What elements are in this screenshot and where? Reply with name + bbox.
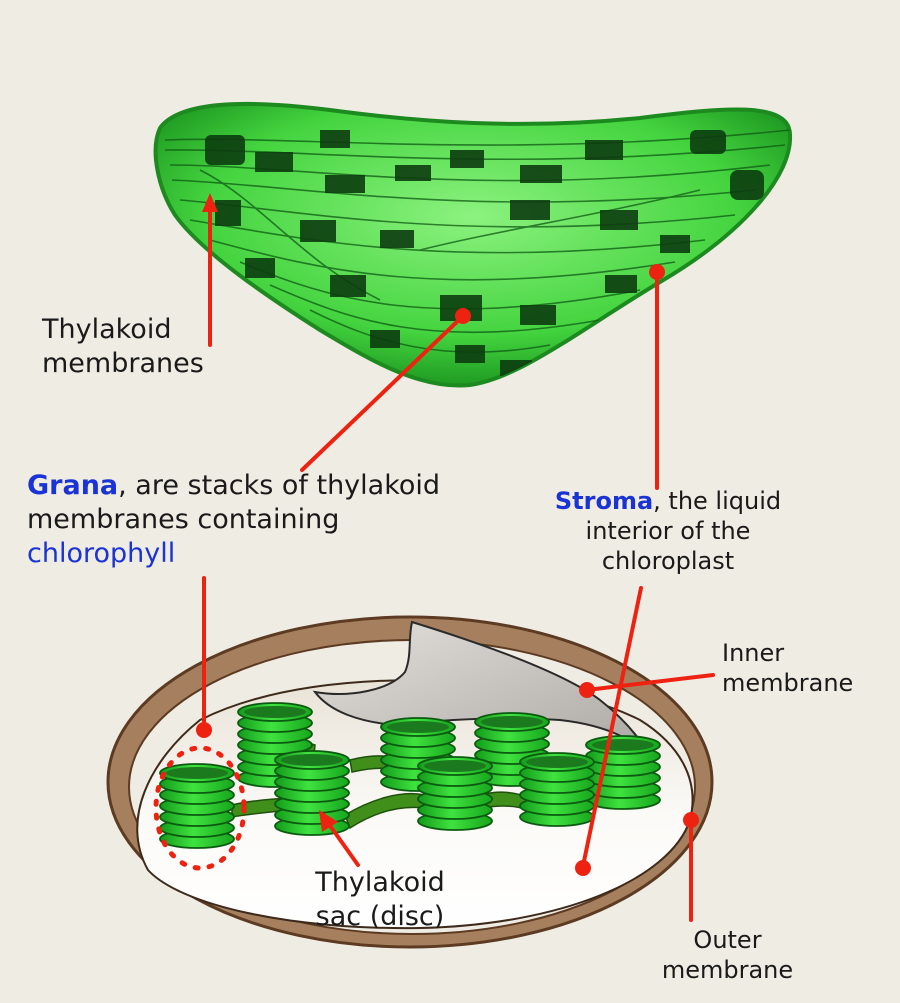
granum-stack (519, 752, 595, 827)
label-grana-line1: Grana, are stacks of thylakoid (27, 469, 440, 503)
granum-top-face (166, 767, 228, 779)
label-outer-membrane-line2: membrane (661, 956, 794, 984)
granum-top-face (592, 739, 654, 751)
stroma-term: Stroma (554, 487, 654, 515)
label-thylakoid-membranes-line1: Thylakoid (42, 314, 172, 345)
stroma-definition-2: interior of the (585, 517, 751, 545)
label-thylakoid-sac: Thylakoid sac (disc) (290, 866, 470, 934)
label-thylakoid-membranes: Thylakoid membranes (42, 313, 204, 381)
granum-top-face (281, 754, 343, 766)
granum-top-face (244, 706, 306, 718)
dot-grana-bottom (196, 722, 212, 738)
granum-top-face (481, 716, 543, 728)
label-stroma-line1: Stroma, the liquid (548, 486, 788, 516)
granum-stack (585, 735, 661, 810)
leader-thylakoid-sac (324, 818, 360, 867)
granum-stack (159, 763, 235, 849)
label-inner-membrane-line2: membrane (722, 669, 854, 697)
granum-stack (417, 756, 493, 831)
dot-stroma-top (649, 264, 665, 280)
label-thylakoid-sac-line1: Thylakoid (315, 867, 445, 898)
dot-outer-membrane (683, 812, 699, 828)
grana-chlorophyll-term: chlorophyll (27, 537, 176, 569)
label-thylakoid-membranes-line2: membranes (42, 347, 204, 379)
leader-inner-membrane (585, 673, 715, 692)
granum-stack (274, 750, 350, 836)
grana-term: Grana (27, 470, 119, 501)
granum-top-face (424, 760, 486, 772)
label-inner-membrane: Inner membrane (722, 638, 853, 698)
stroma-definition-3: chloroplast (601, 547, 735, 575)
granum-top-face (387, 721, 449, 733)
dot-grana-top (455, 308, 471, 324)
leader-grana-top (300, 314, 465, 472)
arrowhead-thylakoid-sac (319, 810, 338, 832)
label-outer-membrane-line1: Outer (693, 926, 762, 954)
label-outer-membrane: Outer membrane (640, 925, 815, 985)
label-stroma: Stroma, the liquid interior of the chlor… (548, 486, 788, 576)
arrowhead-thylakoid-membranes (202, 193, 218, 212)
leader-stroma-bottom (581, 586, 643, 868)
label-thylakoid-sac-line2: sac (disc) (315, 900, 445, 932)
granum-top-face (526, 756, 588, 768)
chloroplast-micrograph (153, 101, 793, 388)
stroma-definition-1: , the liquid (653, 487, 782, 515)
grana-definition-2: membranes containing (27, 503, 340, 535)
grana-stacks (159, 702, 661, 849)
dot-inner-membrane (579, 682, 595, 698)
granum-highlight (153, 745, 247, 871)
grana-definition-1: , are stacks of thylakoid (118, 470, 441, 501)
label-grana: Grana, are stacks of thylakoid membranes… (27, 469, 440, 570)
granum-stack (474, 712, 550, 787)
dot-stroma-bottom (575, 860, 591, 876)
label-inner-membrane-line1: Inner (722, 639, 785, 667)
